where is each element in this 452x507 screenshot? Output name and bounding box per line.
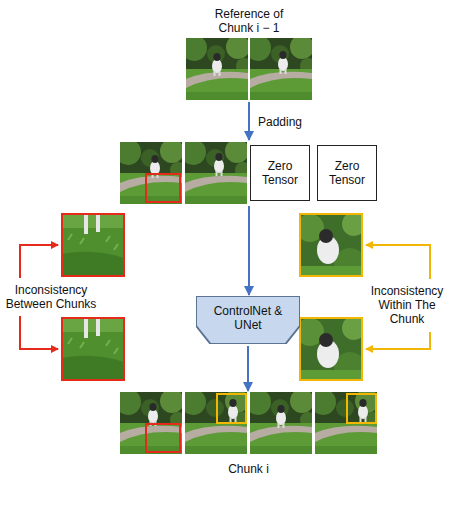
video-frame <box>245 389 316 454</box>
trapezoid-shape <box>196 296 300 344</box>
crop-image <box>62 318 124 380</box>
video-frame <box>245 35 316 100</box>
model-block: ControlNet & UNet <box>196 296 300 344</box>
callout-label: Inconsistency Within The Chunk <box>366 284 448 326</box>
video-frame <box>180 139 251 204</box>
video-frame <box>310 389 381 454</box>
zero-tensor-box: Zero Tensor <box>317 145 377 201</box>
tensor-label: Zero Tensor <box>251 159 309 187</box>
output-strip: Chunk i <box>120 392 377 454</box>
crop-image <box>296 316 366 384</box>
crop-border <box>300 318 362 380</box>
crop-image <box>62 214 124 276</box>
zoom-crops <box>62 212 366 384</box>
flow-line <box>247 346 249 391</box>
highlight-box <box>347 394 376 423</box>
highlight-box <box>146 424 180 452</box>
yellow-leader <box>366 245 430 279</box>
dog-figure <box>228 399 238 422</box>
callout-label: Inconsistency Between Chunks <box>3 283 99 311</box>
crop-border <box>62 214 124 276</box>
crop-image <box>296 212 366 280</box>
strip-heading: Chunk i <box>203 462 295 476</box>
video-frame <box>181 35 252 100</box>
crop-border <box>300 214 362 276</box>
red-leader <box>20 245 58 278</box>
zero-tensor-box: Zero Tensor <box>250 145 310 201</box>
tensor-label: Zero Tensor <box>318 159 376 187</box>
flow-arrow <box>248 346 249 391</box>
dog-figure <box>278 51 288 74</box>
dog-figure <box>358 399 368 422</box>
dog-figure <box>214 153 224 176</box>
video-frame <box>180 389 251 454</box>
arrow-head <box>244 131 254 141</box>
padded-frames <box>115 139 251 204</box>
dog-figure <box>276 405 286 428</box>
yellow-leader <box>366 332 430 349</box>
crop-border <box>62 318 124 380</box>
highlight-box <box>217 394 246 423</box>
red-leader <box>20 316 58 349</box>
video-frame <box>115 139 186 204</box>
output-frames <box>115 389 381 454</box>
reference-strip: Reference of Chunk i − 1 <box>186 38 312 100</box>
highlight-box <box>146 174 180 202</box>
edge-label: Padding <box>256 115 304 129</box>
video-frame <box>115 389 186 454</box>
strip-heading: Reference of Chunk i − 1 <box>203 7 295 35</box>
dog-figure <box>212 53 222 76</box>
block-label: ControlNet & UNet <box>203 304 293 332</box>
reference-frames <box>181 35 316 100</box>
dog-figure <box>148 403 158 426</box>
